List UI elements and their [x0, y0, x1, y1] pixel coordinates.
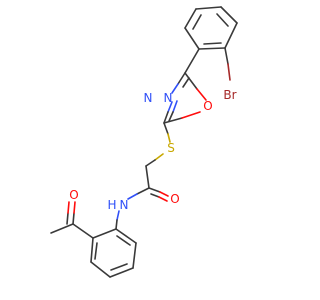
bond [184, 48, 200, 74]
bromine-label: Br [223, 88, 236, 102]
bond [116, 235, 131, 246]
bond [110, 263, 128, 271]
bond [163, 117, 183, 124]
bond [184, 72, 198, 90]
bond [168, 111, 174, 122]
amide-nitrogen-label: N [120, 198, 129, 212]
acetyl-oxygen-label: O [69, 188, 78, 202]
bond [192, 14, 202, 30]
bond [72, 223, 94, 239]
bond [171, 83, 179, 94]
bond [159, 191, 169, 197]
bond [132, 242, 137, 269]
bond [167, 101, 173, 113]
bond [224, 47, 229, 65]
bond [127, 193, 138, 200]
bond [115, 228, 137, 244]
canvas-background [0, 0, 300, 300]
bond [50, 223, 74, 234]
bond [196, 88, 207, 101]
bond [184, 8, 197, 29]
bond [116, 210, 120, 221]
bond [182, 77, 190, 88]
sulfur-label: S [167, 141, 175, 155]
bond [184, 27, 200, 50]
bond [136, 187, 150, 195]
structure-svg: N N O S Br O N H O [0, 0, 300, 300]
bond [90, 237, 94, 263]
ring-nitrogen-1-label: N [164, 91, 173, 105]
molecule-diagram: N N O S Br O N H O [0, 0, 300, 300]
bond [195, 6, 222, 10]
bond [220, 6, 238, 24]
bond [181, 111, 201, 119]
bond [67, 201, 70, 214]
bond [198, 47, 226, 50]
bond [90, 261, 111, 278]
bond [150, 193, 160, 198]
bond [172, 100, 178, 113]
amide-hydrogen-label: H [107, 198, 116, 212]
bond [145, 165, 150, 189]
bond-layer [50, 6, 238, 278]
bond [158, 196, 168, 202]
amide-oxygen-label: O [170, 192, 179, 206]
bond [154, 153, 164, 161]
bond [177, 72, 186, 85]
bond [66, 212, 69, 225]
bond [163, 122, 169, 135]
ring-nitrogen-2-label: N [144, 91, 153, 105]
bond [145, 159, 156, 167]
bond [227, 63, 231, 81]
atom-label-layer: N N O S Br O N H O [69, 88, 236, 212]
bond [73, 201, 76, 214]
bond [163, 111, 169, 124]
bond [203, 42, 222, 45]
bond [148, 187, 161, 193]
bond [216, 13, 229, 27]
bond [94, 242, 98, 260]
bond [115, 219, 118, 230]
bond [109, 267, 134, 278]
bond [72, 212, 75, 225]
bond [92, 228, 117, 239]
bond [224, 22, 238, 49]
bond [167, 133, 171, 143]
ring-oxygen-label: O [203, 99, 212, 113]
